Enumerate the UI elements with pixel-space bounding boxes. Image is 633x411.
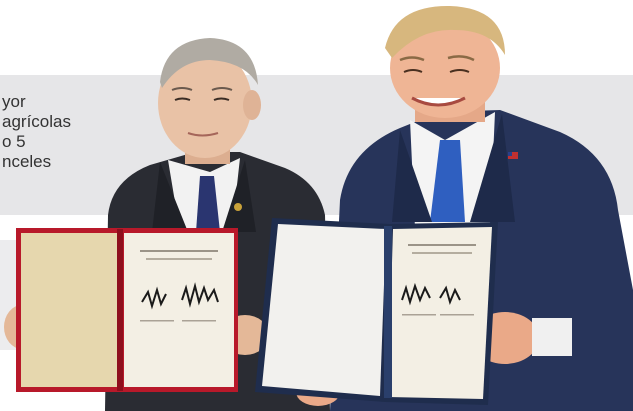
right-brow-l	[399, 56, 425, 62]
right-eye-r	[449, 69, 470, 73]
left-eye-r	[213, 97, 230, 101]
left-page-line	[146, 258, 212, 260]
left-page-line	[182, 320, 216, 322]
right-page-line	[440, 314, 474, 316]
right-eye-l	[403, 69, 423, 73]
left-lapel-r	[222, 160, 256, 232]
right-hair	[385, 5, 505, 58]
right-folder-inner-page	[262, 224, 386, 396]
left-signed-page	[124, 233, 234, 387]
right-page-line	[402, 314, 436, 316]
caption-line-4: nceles	[2, 152, 52, 171]
caption-line-2: agrícolas	[2, 112, 71, 131]
right-page-line	[408, 244, 476, 246]
right-page-line	[412, 252, 472, 254]
caption-line-1: yor	[2, 92, 26, 111]
left-folder-spine	[117, 229, 123, 391]
right-cuff	[532, 318, 572, 356]
right-flag-pin-canton	[508, 152, 512, 156]
left-eye-l	[174, 97, 191, 101]
right-tie	[430, 140, 465, 222]
left-face	[158, 48, 252, 158]
right-brow-r	[447, 55, 475, 62]
left-folder-inner-page	[21, 233, 119, 387]
right-face	[390, 18, 500, 118]
right-document	[255, 218, 498, 405]
right-flag-pin	[508, 152, 518, 159]
left-document	[16, 228, 238, 392]
left-page-line	[140, 320, 174, 322]
right-lapel-l	[392, 130, 432, 222]
left-page-line	[140, 250, 218, 252]
left-mouth	[187, 132, 219, 137]
caption-text: yor agrícolas o 5 nceles	[0, 92, 100, 172]
left-hair	[160, 38, 258, 88]
left-brow-l	[171, 87, 193, 91]
left-ear	[243, 90, 261, 120]
left-lapel-l	[152, 162, 188, 232]
left-tie	[196, 176, 220, 232]
right-signed-page	[388, 227, 492, 399]
right-smile	[411, 96, 466, 107]
left-signature-b	[181, 282, 219, 308]
right-signature-a	[401, 282, 431, 306]
left-lapel-pin	[234, 203, 242, 211]
caption-line-3: o 5	[2, 132, 26, 151]
right-lapel-r	[470, 114, 515, 222]
left-brow-r	[211, 87, 233, 91]
right-folder-spine	[384, 226, 392, 398]
right-signature-b	[439, 285, 461, 306]
left-signature-a	[141, 286, 167, 310]
